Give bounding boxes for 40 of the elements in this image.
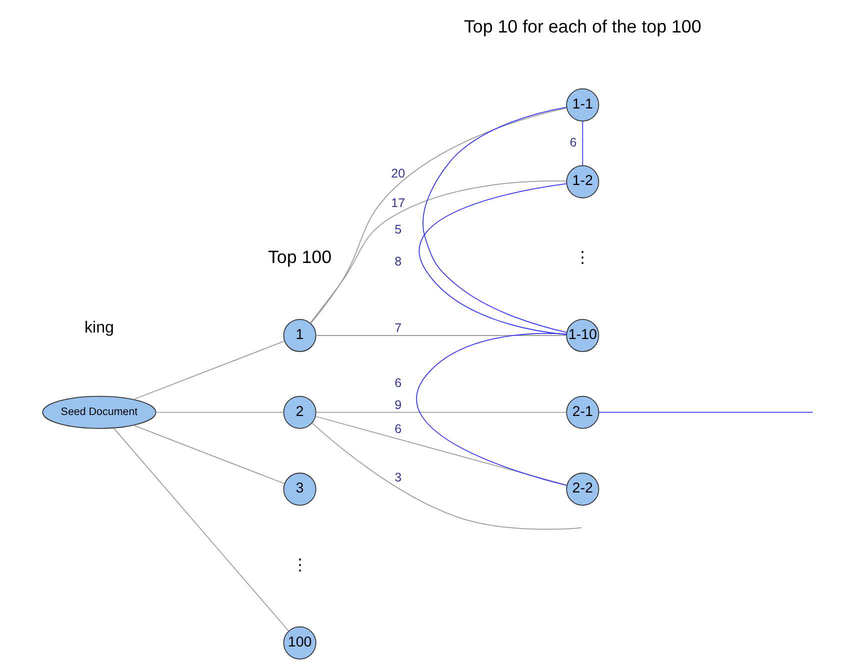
- node-circle: 1-1: [566, 88, 599, 122]
- edge-label: 6: [394, 422, 402, 436]
- edge-label: 17: [390, 196, 405, 210]
- connector: [418, 183, 566, 335]
- edge-label: 7: [394, 321, 402, 336]
- edge-label: 9: [394, 398, 402, 412]
- node-circle: 1: [282, 318, 316, 352]
- label: Top 100: [268, 247, 332, 268]
- node-circle: 100: [282, 626, 316, 660]
- connector: [315, 412, 566, 413]
- label: Top 10 for each of the top 100: [463, 16, 701, 37]
- connector: [309, 180, 566, 324]
- node-circle: 2-2: [566, 472, 599, 506]
- node-circle: 2-1: [566, 396, 599, 429]
- edge-label: 6: [394, 376, 402, 390]
- connector: [315, 335, 566, 336]
- connector: [416, 333, 567, 486]
- edge-label: 3: [394, 470, 402, 484]
- connector: [112, 428, 289, 632]
- connector: [310, 107, 567, 324]
- node-ellipse: Seed Document: [42, 396, 156, 429]
- node-circle: 2: [282, 396, 316, 429]
- connector: [132, 340, 284, 400]
- node-circle: 3: [282, 472, 316, 506]
- edge-label: 8: [394, 254, 402, 269]
- connector: [155, 412, 284, 413]
- edge-label: 6: [569, 136, 576, 150]
- connector: [132, 424, 284, 484]
- connector: [314, 416, 567, 486]
- connector: [582, 120, 583, 166]
- connector: [598, 412, 813, 413]
- connector: [422, 106, 567, 333]
- edge-label: 20: [390, 166, 405, 180]
- label: king: [84, 318, 114, 336]
- edge-label: 5: [394, 222, 402, 236]
- label: ⋮: [574, 248, 590, 267]
- node-circle: 1-2: [566, 165, 599, 198]
- connector: [311, 422, 582, 530]
- label: ⋮: [291, 556, 308, 574]
- node-circle: 1-10: [566, 318, 599, 352]
